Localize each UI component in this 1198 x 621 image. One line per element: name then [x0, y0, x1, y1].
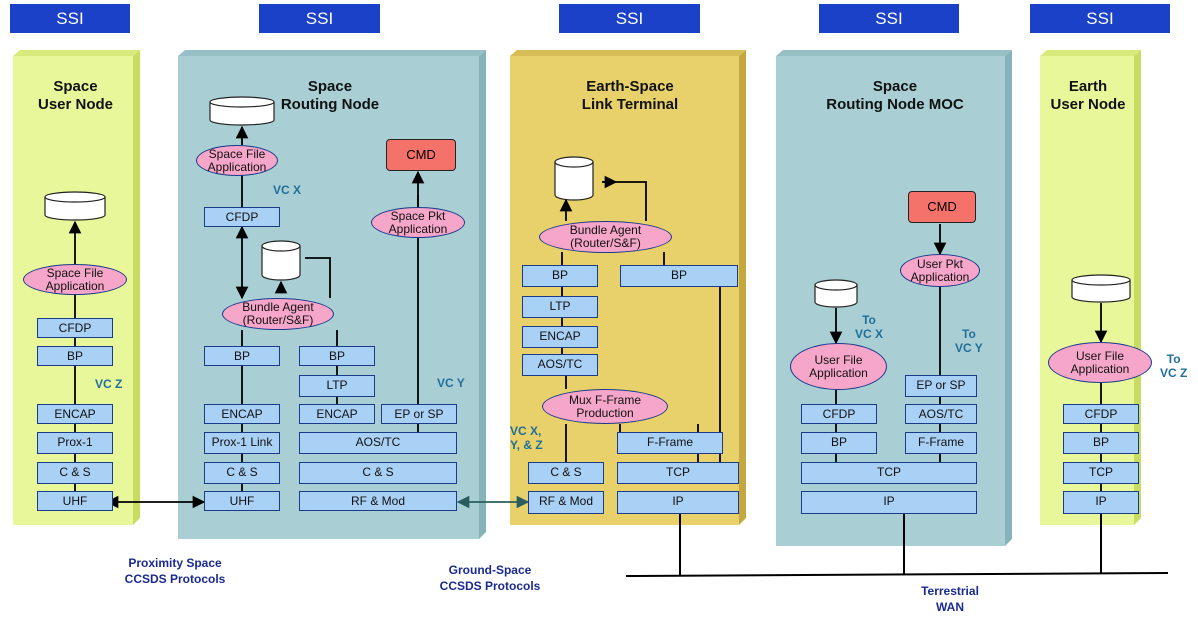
cmd-box: CMD: [908, 191, 976, 223]
vc-label: VC X, Y, & Z: [510, 424, 543, 452]
space-pkt-application: Space Pkt Application: [371, 207, 465, 238]
uhf-layer: UHF: [37, 491, 113, 511]
vc-label: VC Y: [437, 376, 465, 390]
database-icon: [44, 191, 106, 221]
bp-layer: BP: [299, 346, 375, 366]
vc-label: VC X: [273, 183, 302, 197]
bundle-agent: Bundle Agent (Router/S&F): [222, 298, 334, 330]
node-title-earth-space: Earth-Space Link Terminal: [581, 78, 679, 113]
terrestrial-wan-bus: [625, 514, 1169, 577]
bp-layer: BP: [37, 346, 113, 366]
vc-label: VC Z: [95, 377, 123, 391]
fframe-layer: F-Frame: [617, 432, 723, 454]
ip-layer: IP: [1063, 491, 1139, 514]
cs-layer: C & S: [37, 462, 113, 484]
mux-fframe-production: Mux F-Frame Production: [542, 389, 668, 424]
ssi-banner: SSI: [10, 4, 130, 33]
bp-layer: BP: [620, 265, 738, 287]
database-icon: [554, 156, 594, 201]
cfdp-layer: CFDP: [204, 207, 280, 227]
bundle-agent: Bundle Agent (Router/S&F): [539, 221, 672, 253]
database-icon: [814, 279, 858, 308]
ip-layer: IP: [801, 491, 977, 514]
vc-label: To VC Y: [955, 327, 983, 355]
tcp-layer: TCP: [1063, 462, 1139, 484]
aos-tc-layer: AOS/TC: [905, 404, 977, 424]
cfdp-layer: CFDP: [1063, 404, 1139, 424]
space-file-application: Space File Application: [196, 145, 278, 176]
ssi-banner: SSI: [559, 4, 700, 33]
terrestrial-wan-label: Terrestrial WAN: [921, 584, 979, 614]
cs-layer: C & S: [528, 462, 604, 484]
space-file-application: Space File Application: [23, 264, 127, 295]
bp-layer: BP: [522, 265, 598, 287]
ssi-banner: SSI: [259, 4, 380, 33]
database-icons: [44, 96, 1131, 308]
uhf-layer: UHF: [204, 491, 280, 511]
ssi-banner: SSI: [1030, 4, 1170, 33]
aos-tc-layer: AOS/TC: [299, 432, 457, 454]
cmd-box: CMD: [386, 139, 456, 171]
bp-layer: BP: [204, 346, 280, 366]
database-icon: [209, 96, 275, 126]
ep-or-sp-layer: EP or SP: [905, 375, 977, 397]
ep-or-sp-layer: EP or SP: [381, 404, 457, 424]
rf-mod-layer: RF & Mod: [299, 491, 457, 511]
cfdp-layer: CFDP: [37, 318, 113, 338]
user-file-application: User File Application: [790, 343, 887, 390]
proximity-protocols-label: Proximity Space CCSDS Protocols: [124, 556, 226, 586]
ltp-layer: LTP: [299, 375, 375, 397]
database-icon: [261, 240, 301, 281]
tcp-layer: TCP: [801, 462, 977, 484]
rf-mod-layer: RF & Mod: [528, 491, 604, 514]
prox1-layer: Prox-1: [37, 432, 113, 454]
node-title-space-user: Space User Node: [37, 78, 114, 113]
cs-layer: C & S: [204, 462, 280, 484]
fframe-layer: F-Frame: [905, 432, 977, 454]
bp-layer: BP: [801, 432, 877, 454]
user-file-application: User File Application: [1048, 342, 1152, 383]
encap-layer: ENCAP: [37, 404, 113, 424]
encap-layer: ENCAP: [299, 404, 375, 424]
encap-layer: ENCAP: [204, 404, 280, 424]
database-icon: [1071, 274, 1131, 303]
ground-protocols-label: Ground-Space CCSDS Protocols: [439, 563, 541, 593]
stack-connectors: [68, 125, 1108, 491]
user-pkt-application: User Pkt Application: [900, 254, 980, 287]
encap-layer: ENCAP: [522, 326, 598, 348]
cfdp-layer: CFDP: [801, 404, 877, 424]
panel-space-routing: [178, 50, 486, 539]
node-title-earth-user: Earth User Node: [1050, 78, 1126, 113]
cs-layer: C & S: [299, 462, 457, 484]
ssi-banner: SSI: [819, 4, 959, 33]
ip-layer: IP: [617, 491, 739, 514]
prox1-link-layer: Prox-1 Link: [204, 432, 280, 454]
ltp-layer: LTP: [522, 296, 598, 318]
bp-layer: BP: [1063, 432, 1139, 454]
vc-label: To VC Z: [1160, 352, 1188, 380]
node-title-routing-moc: Space Routing Node MOC: [826, 78, 964, 113]
tcp-layer: TCP: [617, 462, 739, 484]
vc-label: To VC X: [855, 313, 884, 341]
aos-tc-layer: AOS/TC: [522, 354, 598, 376]
node-title-space-routing: Space Routing Node: [280, 78, 380, 113]
